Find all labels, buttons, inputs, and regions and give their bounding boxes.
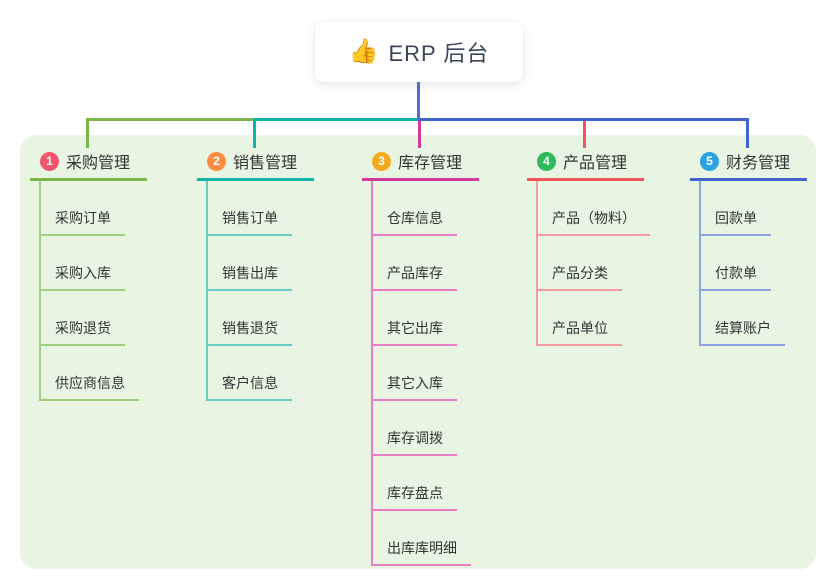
branch-number-badge: 5 (700, 151, 719, 171)
node-item-label: 产品库存 (373, 263, 457, 291)
branch-items: 回款单付款单结算账户 (699, 181, 820, 346)
node-item[interactable]: 产品库存 (373, 236, 492, 291)
node-item[interactable]: 产品（物料） (538, 181, 657, 236)
node-item[interactable]: 供应商信息 (41, 346, 160, 401)
node-item-label: 销售退货 (208, 318, 292, 346)
branch-node-5[interactable]: 5 财务管理 (690, 148, 807, 181)
branch-node-3[interactable]: 3 库存管理 (362, 148, 479, 181)
node-item[interactable]: 采购退货 (41, 291, 160, 346)
node-item[interactable]: 销售订单 (208, 181, 327, 236)
bus-segment-blue (418, 118, 749, 121)
branch-label: 库存管理 (398, 155, 463, 172)
node-item[interactable]: 库存调拨 (373, 401, 492, 456)
node-item[interactable]: 其它出库 (373, 291, 492, 346)
branch-node-4[interactable]: 4 产品管理 (527, 148, 644, 181)
node-item-label: 库存盘点 (373, 483, 457, 511)
branch-node-1[interactable]: 1 采购管理 (30, 148, 147, 181)
branch-3: 3 库存管理 仓库信息产品库存其它出库其它入库库存调拨库存盘点出库库明细 (362, 148, 492, 566)
root-connector-line (417, 82, 420, 118)
root-title: ERP 后台 (388, 41, 490, 66)
bus-segment-green (86, 118, 253, 121)
node-item-label: 产品单位 (538, 318, 622, 346)
branch-label: 产品管理 (563, 155, 628, 172)
node-item[interactable]: 出库库明细 (373, 511, 492, 566)
node-item[interactable]: 结算账户 (701, 291, 820, 346)
branch-4: 4 产品管理 产品（物料） 产品分类产品单位 (527, 148, 657, 346)
node-item-label: 回款单 (701, 208, 771, 236)
node-item-label: 客户信息 (208, 373, 292, 401)
node-item[interactable]: 销售退货 (208, 291, 327, 346)
branch-items: 销售订单销售出库销售退货客户信息 (206, 181, 327, 401)
node-item[interactable]: 销售出库 (208, 236, 327, 291)
branch-drop-line-1 (86, 121, 89, 148)
branch-items: 仓库信息产品库存其它出库其它入库库存调拨库存盘点出库库明细 (371, 181, 492, 566)
branch-label: 财务管理 (726, 155, 791, 172)
branch-5: 5 财务管理 回款单付款单结算账户 (690, 148, 820, 346)
node-item-label: 产品分类 (538, 263, 622, 291)
branch-label: 采购管理 (66, 155, 131, 172)
node-item-label: 销售出库 (208, 263, 292, 291)
node-item-label: 销售订单 (208, 208, 292, 236)
node-item-label: 结算账户 (701, 318, 785, 346)
branch-items: 采购订单采购入库采购退货供应商信息 (39, 181, 160, 401)
node-item-label: 仓库信息 (373, 208, 457, 236)
branch-number-badge: 4 (537, 151, 556, 171)
node-item[interactable]: 产品单位 (538, 291, 657, 346)
node-item[interactable]: 产品分类 (538, 236, 657, 291)
node-item[interactable]: 付款单 (701, 236, 820, 291)
node-item-label: 库存调拨 (373, 428, 457, 456)
node-item-label: 其它入库 (373, 373, 457, 401)
node-item-label: 出库库明细 (373, 538, 471, 566)
node-item[interactable]: 客户信息 (208, 346, 327, 401)
node-item-label: 产品（物料） (538, 208, 650, 236)
node-item[interactable]: 库存盘点 (373, 456, 492, 511)
branch-items: 产品（物料） 产品分类产品单位 (536, 181, 657, 346)
branch-2: 2 销售管理 销售订单销售出库销售退货客户信息 (197, 148, 327, 401)
node-item[interactable]: 采购订单 (41, 181, 160, 236)
node-item[interactable]: 采购入库 (41, 236, 160, 291)
node-item-label: 采购退货 (41, 318, 125, 346)
branch-drop-line-3 (418, 121, 421, 148)
branch-label: 销售管理 (233, 155, 298, 172)
node-item-label: 采购订单 (41, 208, 125, 236)
branch-1: 1 采购管理 采购订单采购入库采购退货供应商信息 (30, 148, 160, 401)
node-item-label: 付款单 (701, 263, 771, 291)
branch-drop-line-5 (746, 121, 749, 148)
bus-segment-teal (253, 118, 418, 121)
node-item-label: 其它出库 (373, 318, 457, 346)
branch-node-2[interactable]: 2 销售管理 (197, 148, 314, 181)
node-item-label: 采购入库 (41, 263, 125, 291)
branch-number-badge: 3 (372, 151, 391, 171)
thumbs-up-icon: 👍 (348, 38, 379, 65)
node-item-label: 供应商信息 (41, 373, 139, 401)
branch-drop-line-4 (583, 121, 586, 148)
node-item[interactable]: 其它入库 (373, 346, 492, 401)
node-item[interactable]: 仓库信息 (373, 181, 492, 236)
branch-number-badge: 2 (207, 151, 226, 171)
node-item[interactable]: 回款单 (701, 181, 820, 236)
branch-drop-line-2 (253, 121, 256, 148)
branch-number-badge: 1 (40, 151, 59, 171)
mindmap-background-panel (20, 135, 816, 569)
root-node[interactable]: 👍 ERP 后台 (315, 22, 523, 82)
